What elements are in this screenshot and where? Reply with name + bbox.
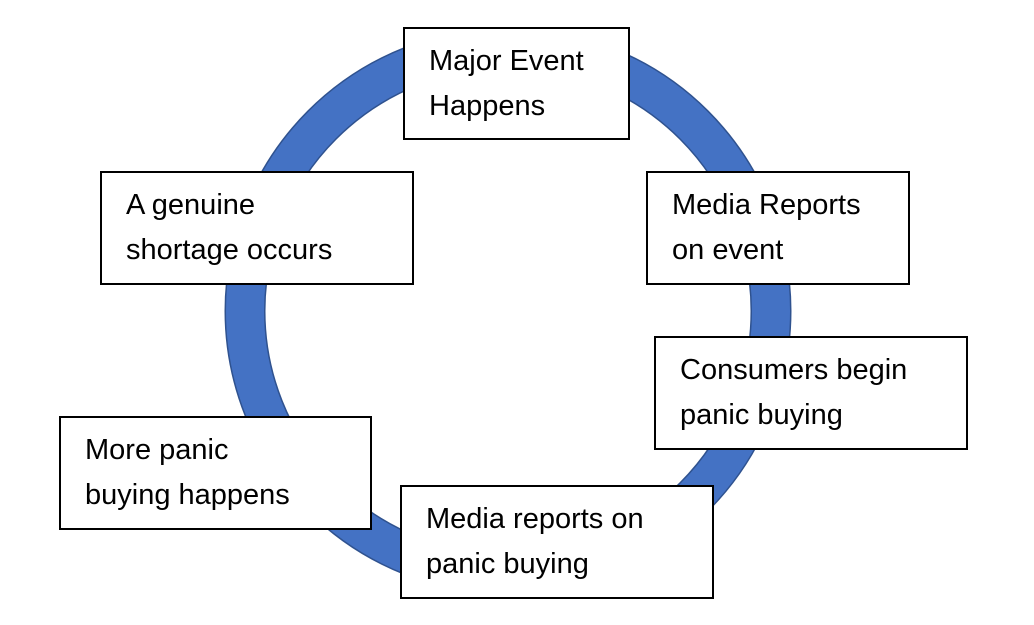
node-media-reports-event-label: Media Reports on event bbox=[672, 189, 861, 266]
node-more-panic: More panic buying happens bbox=[59, 416, 372, 530]
node-consumers-panic-label: Consumers begin panic buying bbox=[680, 354, 908, 431]
node-genuine-shortage-label: A genuine shortage occurs bbox=[126, 189, 333, 266]
node-media-reports-panic-label: Media reports on panic buying bbox=[426, 503, 644, 580]
node-more-panic-label: More panic buying happens bbox=[85, 434, 290, 511]
node-consumers-panic: Consumers begin panic buying bbox=[654, 336, 968, 450]
node-genuine-shortage: A genuine shortage occurs bbox=[100, 171, 414, 285]
node-major-event: Major Event Happens bbox=[403, 27, 630, 140]
node-media-reports-panic: Media reports on panic buying bbox=[400, 485, 714, 599]
node-media-reports-event: Media Reports on event bbox=[646, 171, 910, 285]
node-major-event-label: Major Event Happens bbox=[429, 44, 584, 122]
